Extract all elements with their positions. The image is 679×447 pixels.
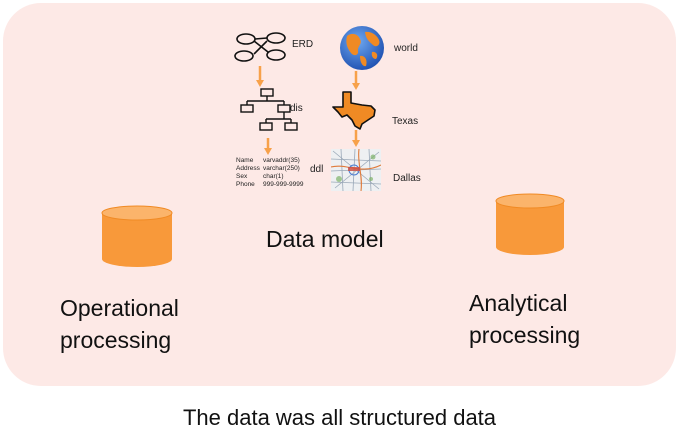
operational-processing-label: Operational processing	[60, 295, 179, 353]
arrow-dis-to-ddl	[264, 138, 272, 155]
data-model-label: Data model	[266, 226, 384, 252]
texas-icon	[332, 91, 376, 130]
world-label: world	[394, 43, 418, 54]
erd-icon	[234, 32, 286, 62]
dis-label: dis	[290, 103, 303, 114]
dallas-map-icon	[331, 149, 381, 191]
arrow-erd-to-dis	[256, 66, 264, 87]
operational-database-icon	[101, 205, 173, 267]
hierarchy-icon	[240, 88, 298, 131]
arrow-texas-to-dallas	[352, 130, 360, 147]
globe-icon	[340, 26, 384, 70]
analytical-database-icon	[495, 193, 565, 255]
erd-label: ERD	[292, 39, 314, 50]
ddl-label: ddl	[310, 164, 324, 175]
background-panel	[3, 3, 676, 386]
analytical-processing-label: Analytical processing	[469, 290, 581, 348]
texas-label: Texas	[392, 116, 419, 127]
caption: The data was all structured data	[182, 405, 497, 430]
dallas-label: Dallas	[393, 173, 421, 184]
arrow-world-to-texas	[352, 71, 360, 90]
